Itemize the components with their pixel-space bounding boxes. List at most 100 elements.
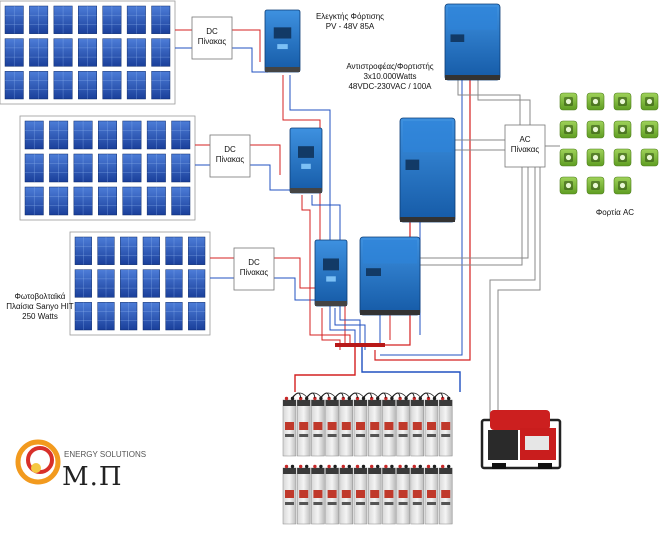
battery-cell-icon [396,392,421,457]
solar-panel-icon [98,186,117,216]
battery-cell-icon [282,392,307,457]
dc1-controller-pos [232,29,261,62]
radio-icon [613,176,632,195]
pv-array-2 [19,115,196,221]
generator-foot-right [538,463,552,469]
generator-engine [488,430,518,460]
battery-cell-icon [282,464,297,525]
solar-panel-icon [4,5,24,34]
pv-array-3 [69,231,211,336]
charge-controller-display [323,258,339,271]
logo-ring-inner [26,446,54,474]
solar-panel-icon [188,236,206,265]
battery-cell-icon [367,392,393,457]
solar-panel-icon [78,5,97,34]
solar-panel-icon [142,269,160,298]
solar-panel-icon [165,236,183,265]
solar-panel-icon [24,186,44,216]
battery-cell-icon [311,392,336,457]
solar-panel-icon [146,120,166,150]
pv-array-frame [69,231,211,336]
dc-panel-2 [209,134,251,178]
inverter-display [405,159,420,170]
solar-panel-icon [29,38,49,67]
inverter-base [400,217,455,222]
battery-cell-icon [396,464,410,525]
solar-panel-icon [29,71,49,100]
solar-panel-icon [4,71,24,100]
ac-panel-line2: Πίνακας [510,145,540,154]
dc-panel-1 [191,16,233,60]
inverter-charger-line2: 3x10.000Watts [363,72,417,81]
logo-core [31,463,41,473]
charge-controller-led [301,163,311,169]
battery-cell-icon [296,464,311,525]
inverter-charger-2 [399,117,456,223]
solar-panel-icon [49,186,69,216]
solar-panel-icon [49,120,69,150]
kettle-icon [640,120,659,139]
solar-panel-icon [73,153,93,183]
battery-cell-icon [311,464,325,525]
inverter-top-panel [403,121,452,153]
pv-modules-line2: Πλαίσια Sanyo HIT [6,302,74,311]
battery-cell-icon [410,464,425,525]
battery-cell-icon [438,464,453,525]
dc3-controller-pos [274,257,315,289]
pv-modules-line3: 250 Watts [22,312,58,321]
solar-panel-icon [73,120,93,150]
solar-panel-icon [53,5,73,34]
battery-cell-icon [339,392,364,457]
cc1-bus-neg [289,75,356,345]
solar-panel-icon [171,186,191,216]
generator-icon [480,410,562,470]
bus-battery-neg [361,347,461,392]
vacuum-icon [640,148,659,167]
pv-modules-label: Φωτοβολταϊκά Πλαίσια Sanyo HIT 250 Watts [0,292,80,322]
solar-panel-icon [78,71,97,100]
company-logo [15,439,61,485]
solar-panel-icon [24,153,44,183]
charge-controller-base [315,301,347,306]
solar-panel-icon [142,236,160,265]
battery-cell-icon [296,392,322,457]
solar-panel-icon [102,71,122,100]
solar-panel-icon [74,302,92,331]
oven-icon [640,92,659,111]
solar-panel-icon [24,120,44,150]
logo-ring-outer [15,439,61,485]
cc1-bus-pos [282,75,346,345]
battery-interconnects [292,392,444,399]
logo-letters: Μ.Π [62,462,123,492]
solar-panel-icon [120,302,138,331]
pv-array-1 [0,0,176,105]
charge-controller-led [326,276,336,282]
washing-machine-icon [559,92,578,111]
inverter-top-panel [448,7,497,30]
charge-controller-body [314,239,348,307]
solar-panel-icon [165,269,183,298]
solar-panel-icon [53,38,73,67]
solar-panel-icon [171,153,191,183]
dc-panel-1-label: DC Πίνακας [192,27,232,47]
dc-panel-1-line1: DC [206,27,218,36]
dc2-controller-pos [250,144,281,175]
charge-controller-2 [289,127,323,194]
coffee-maker-icon [586,148,605,167]
solar-panel-icon [98,153,117,183]
solar-panel-icon [97,236,115,265]
charge-controller-1 [264,9,301,73]
solar-panel-icon [146,186,166,216]
solar-panel-icon [171,120,191,150]
charge-controller-base [265,67,300,72]
charge-controller-body [264,9,301,73]
solar-panel-icon [74,269,92,298]
charge-controller-line2: PV - 48V 85A [325,22,375,31]
inverter-display [450,34,465,42]
generator-panel [525,436,549,450]
battery-cell-icon [325,392,350,457]
solar-panel-icon [120,269,138,298]
charge-controller-body [289,127,323,194]
